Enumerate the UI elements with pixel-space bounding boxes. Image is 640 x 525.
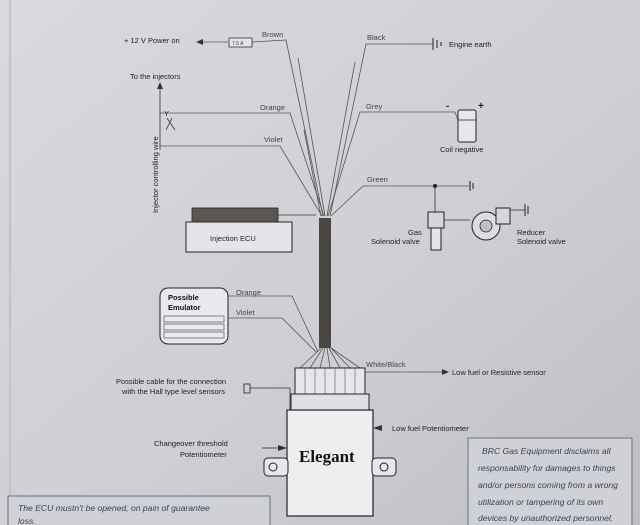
label-coil-negative: Coil negative: [440, 145, 483, 154]
wire-harness: [319, 218, 331, 348]
disclaimer-line-1: BRC Gas Equipment disclaims all: [482, 446, 612, 456]
label-emulator-orange: Orange: [236, 288, 261, 297]
ecu-title: Elegant: [299, 447, 355, 466]
label-gas-2: Solenoid valve: [371, 237, 420, 246]
label-engine-earth: Engine earth: [449, 40, 492, 49]
label-hall-2: with the Hall type level sensors: [121, 387, 225, 396]
label-reducer-1: Reducer: [517, 228, 546, 237]
violet-wire: [160, 145, 323, 217]
wire-fan: [160, 39, 470, 217]
coil-icon: [457, 109, 477, 143]
label-emulator-violet: Violet: [236, 308, 256, 317]
label-changeover-1: Changeover threshold: [154, 439, 228, 448]
gas-solenoid-valve-icon: [427, 211, 470, 251]
disclaimer-line-3: and/or persons coming from a wrong: [478, 480, 618, 490]
label-violet: Violet: [264, 135, 284, 144]
ecu-notice-box: [7, 495, 271, 525]
connector-block: [290, 367, 370, 411]
label-emulator-2: Emulator: [168, 303, 201, 312]
orange-wire: [160, 112, 325, 217]
ecu-notice-line-1: The ECU mustn't be opened, on pain of gu…: [18, 503, 210, 513]
cut-connector: [165, 117, 176, 131]
green-earth-icon: [469, 181, 474, 191]
disclaimer-box: [467, 437, 633, 525]
black-wire: [329, 43, 433, 217]
disclaimer-line-2: responsability for damages to things: [478, 463, 616, 473]
label-orange: Orange: [260, 103, 285, 112]
arrow-low-fuel-pot: [373, 425, 382, 431]
disclaimer-line-4: utilization or tampering of its own: [478, 497, 603, 507]
label-hall-1: Possible cable for the connection: [116, 377, 226, 386]
label-low-fuel-pot: Low fuel Potentiometer: [392, 424, 469, 433]
label-y-marker: Y: [164, 109, 169, 118]
hall-connector: [243, 383, 251, 394]
emulator-violet-wire: [228, 317, 317, 353]
label-changeover-2: Potentiometer: [180, 450, 227, 459]
disclaimer-line-5: devices by unauthorized personnel.: [478, 513, 613, 523]
label-coil-minus: -: [446, 101, 449, 112]
label-green: Green: [367, 175, 388, 184]
label-low-fuel-sensor: Low fuel or Resistive sensor: [452, 368, 546, 377]
arrow-injectors: [157, 82, 163, 89]
reducer-icon: [471, 204, 529, 241]
arrow-12v: [196, 39, 203, 45]
brown-wire: [251, 39, 324, 217]
label-gas-1: Gas: [408, 228, 422, 237]
label-fuse: 7.5 A: [232, 41, 244, 47]
label-black: Black: [367, 33, 386, 42]
emulator-orange-wire: [228, 295, 319, 353]
fuse: [228, 37, 253, 48]
label-white-black: White/Black: [366, 360, 406, 369]
injection-ecu-box: [185, 207, 316, 253]
emulator-box: [159, 287, 229, 345]
label-grey: Grey: [366, 102, 383, 111]
label-emulator-1: Possible: [168, 293, 199, 302]
earth-icon: [432, 38, 442, 50]
elegant-ecu-box: [263, 409, 397, 517]
grey-wire: [327, 111, 459, 217]
arrow-low-fuel: [442, 369, 449, 375]
label-injection-ecu: Injection ECU: [210, 234, 256, 243]
label-coil-plus: +: [478, 101, 484, 112]
label-brown: Brown: [262, 30, 283, 39]
label-to-injectors: To the injectors: [130, 72, 181, 81]
arrow-changeover: [278, 445, 287, 451]
label-injector-wire: Injector controlling wire: [151, 136, 160, 213]
label-12v-power: + 12 V Power on: [124, 36, 180, 45]
label-reducer-2: Solenoid valve: [517, 237, 566, 246]
ecu-notice-line-2: loss.: [18, 516, 36, 525]
